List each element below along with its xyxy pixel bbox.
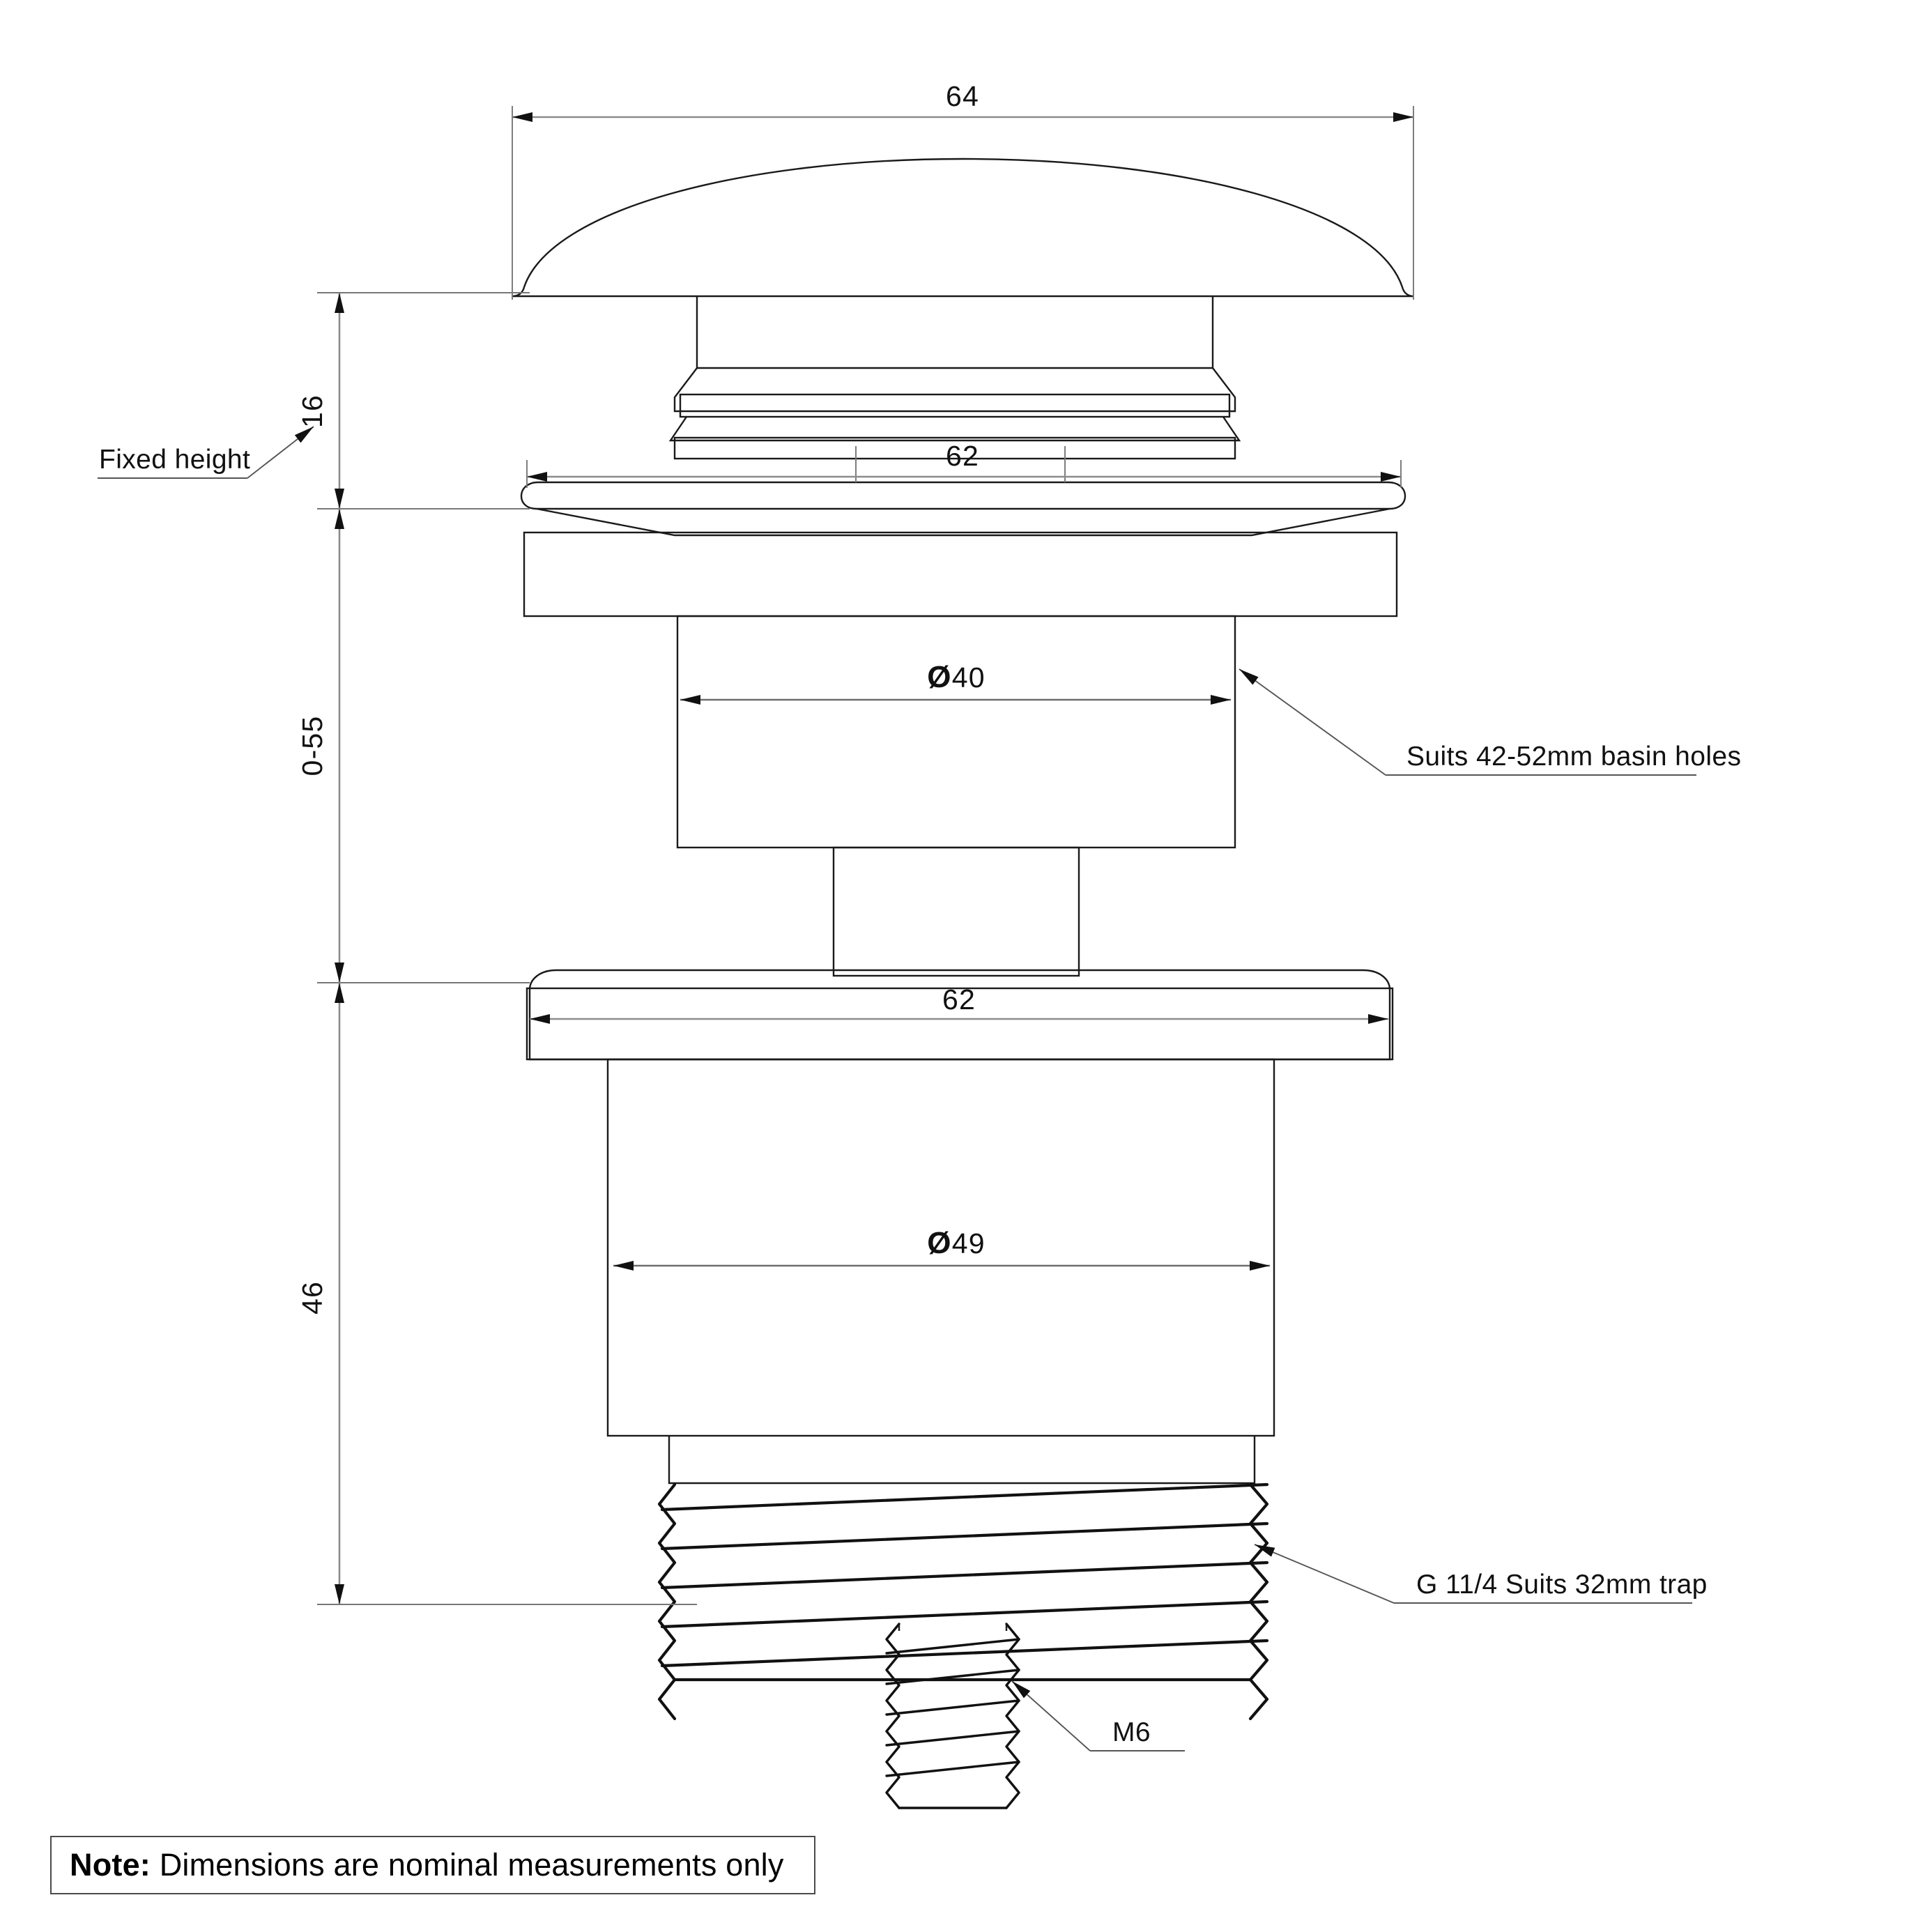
m6-stud: [885, 1623, 1020, 1809]
note-label: Note:: [70, 1847, 151, 1883]
note-body: [151, 1847, 160, 1883]
dimension-shank-diameter: Ø40: [680, 660, 1231, 705]
dimension-cap-height: 16: [296, 292, 530, 509]
note-text: Note: Dimensions are nominal measurement…: [52, 1847, 784, 1883]
callout-trap-thread: G 11/4 Suits 32mm trap: [1254, 1544, 1708, 1604]
dimension-value-0-55: 0-55: [296, 716, 328, 776]
dimension-value-16: 16: [296, 394, 328, 428]
dimension-value-dia40: Ø40: [927, 660, 985, 694]
upper-body-shank: [676, 615, 1236, 849]
dimension-body-diameter: Ø49: [613, 1226, 1270, 1271]
dimension-adjust-range: 0-55: [296, 509, 530, 983]
diameter-symbol-icon: Ø: [927, 660, 951, 694]
neck: [832, 846, 1080, 977]
dimension-width-overall: 64: [512, 80, 1414, 300]
callout-stud-thread: M6: [1011, 1680, 1185, 1751]
dimension-body-height: 46: [296, 983, 697, 1605]
product-outline: [512, 158, 1414, 1809]
upper-seal-flange: [520, 481, 1406, 537]
dimension-value-46: 46: [296, 1281, 328, 1314]
dimension-value-62-upper: 62: [946, 440, 979, 472]
callout-text-trap-thread: G 11/4 Suits 32mm trap: [1416, 1570, 1708, 1600]
lower-body: [606, 1058, 1275, 1437]
callout-fixed-height: Fixed height: [98, 426, 314, 479]
note-message: Dimensions are nominal measurements only: [159, 1847, 784, 1883]
upper-collar-block: [523, 531, 1398, 618]
dome-cap: [512, 158, 1414, 298]
dimension-upper-flange: 62: [526, 440, 1402, 488]
dimension-value-dia49: Ø49: [927, 1226, 985, 1260]
callout-basin-holes: Suits 42-52mm basin holes: [1239, 668, 1741, 776]
callout-text-m6: M6: [1112, 1717, 1151, 1747]
thread-shoulder: [668, 1436, 1256, 1485]
dimension-value-62-lower: 62: [942, 983, 976, 1015]
cap-collar: [668, 296, 1241, 460]
callout-text-fixed-height: Fixed height: [99, 445, 250, 475]
note-box: Note: Dimensions are nominal measurement…: [50, 1836, 815, 1894]
callout-text-basin-holes: Suits 42-52mm basin holes: [1406, 742, 1741, 772]
trap-thread: [657, 1482, 1269, 1721]
dimension-value-64: 64: [946, 80, 979, 112]
dimension-lower-flange: 62: [530, 983, 1388, 1024]
diameter-symbol-icon: Ø: [927, 1226, 951, 1260]
